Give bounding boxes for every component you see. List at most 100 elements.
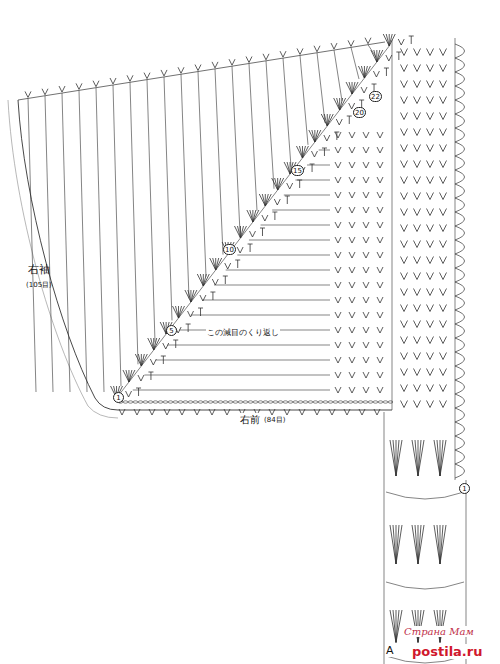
stitch-line	[214, 285, 330, 286]
stitch-line	[315, 130, 321, 142]
stitch-line	[349, 282, 355, 288]
stitch-line	[418, 525, 421, 564]
stitch-line	[148, 372, 153, 373]
stitch-line	[312, 164, 313, 172]
stitch-line	[335, 252, 341, 258]
stitch-line	[401, 321, 408, 328]
stitch-line	[401, 209, 408, 216]
stitch-line	[198, 308, 203, 309]
stitch-line	[427, 145, 434, 152]
stitch-line	[188, 311, 194, 317]
stitch-line	[401, 225, 408, 232]
stitch-line	[161, 70, 167, 76]
stitch-line	[335, 282, 341, 288]
stitch-line	[299, 146, 302, 158]
chain-stitch	[338, 401, 343, 403]
stitch-line	[225, 276, 226, 284]
stitch-line	[401, 257, 408, 264]
picot-edging	[455, 464, 465, 478]
stitch-line	[427, 97, 434, 104]
stitch-line	[440, 369, 447, 376]
stitch-line	[414, 145, 421, 152]
row-number: 1	[459, 483, 470, 494]
stitch-line	[335, 312, 341, 318]
stitch-line	[253, 210, 259, 222]
stitch-line	[377, 327, 383, 333]
stitch-line	[141, 354, 147, 366]
row-number: 15	[291, 165, 304, 176]
stitch-line	[309, 130, 315, 142]
stitch-line	[349, 177, 355, 183]
stitch-line	[364, 66, 370, 78]
stitch-line	[396, 440, 399, 476]
stitch-line	[414, 273, 421, 280]
stitch-line	[414, 177, 421, 184]
stitch-line	[179, 306, 185, 318]
stitch-line	[390, 525, 396, 564]
stitch-line	[249, 63, 257, 210]
stitch-line	[427, 161, 434, 168]
stitch-line	[349, 267, 355, 273]
stitch-line	[440, 193, 447, 200]
stitch-line	[377, 282, 383, 288]
stitch-line	[198, 72, 206, 277]
stitch-line	[384, 412, 385, 664]
picot-edging	[455, 240, 465, 254]
stitch-line	[250, 210, 253, 222]
stitch-line	[440, 241, 447, 248]
stitch-line	[263, 54, 269, 60]
picot-edging	[455, 114, 465, 128]
stitch-line	[18, 42, 385, 100]
stitch-line	[440, 385, 447, 392]
stitch-line	[235, 260, 240, 261]
picot-edging	[455, 436, 465, 450]
stitch-line	[334, 50, 342, 101]
stitch-line	[352, 82, 358, 94]
stitch-line	[377, 252, 383, 258]
stitch-line	[401, 369, 408, 376]
stitch-line	[401, 241, 408, 248]
stitch-line	[390, 610, 396, 642]
stitch-line	[179, 409, 185, 415]
stitch-line	[427, 49, 434, 56]
stitch-line	[344, 409, 350, 415]
stitch-line	[249, 231, 255, 237]
row-number: 1	[113, 392, 124, 403]
point-mark: A	[386, 644, 394, 657]
picot-edging	[455, 450, 465, 464]
chain-loop	[386, 492, 464, 499]
stitch-line	[427, 385, 434, 392]
stitch-line	[377, 147, 383, 153]
stitch-line	[335, 132, 341, 138]
chain-stitch	[223, 401, 228, 403]
stitch-line	[414, 49, 421, 56]
stitch-line	[215, 69, 223, 255]
stitch-line	[363, 357, 369, 363]
stitch-line	[393, 610, 396, 642]
stitch-line	[377, 387, 383, 393]
picot-edging	[455, 254, 465, 268]
stitch-line	[280, 51, 286, 57]
stitch-line	[440, 113, 447, 120]
stitch-line	[349, 192, 355, 198]
stitch-line	[213, 258, 216, 270]
row-number: 10	[223, 244, 236, 255]
stitch-line	[224, 409, 230, 415]
stitch-line	[212, 62, 218, 68]
stitch-line	[335, 162, 341, 168]
stitch-line	[126, 391, 132, 397]
stitch-line	[349, 147, 355, 153]
stitch-line	[349, 297, 355, 303]
chain-stitch	[333, 401, 338, 403]
stitch-line	[440, 177, 447, 184]
stitch-line	[334, 98, 340, 110]
stitch-line	[455, 38, 456, 480]
stitch-line	[334, 132, 339, 133]
stitch-line	[299, 180, 300, 188]
stitch-line	[440, 209, 447, 216]
stitch-line	[216, 258, 222, 270]
stitch-line	[377, 222, 383, 228]
chain-stitch	[248, 401, 253, 403]
stitch-line	[349, 162, 355, 168]
stitch-line	[197, 274, 203, 286]
